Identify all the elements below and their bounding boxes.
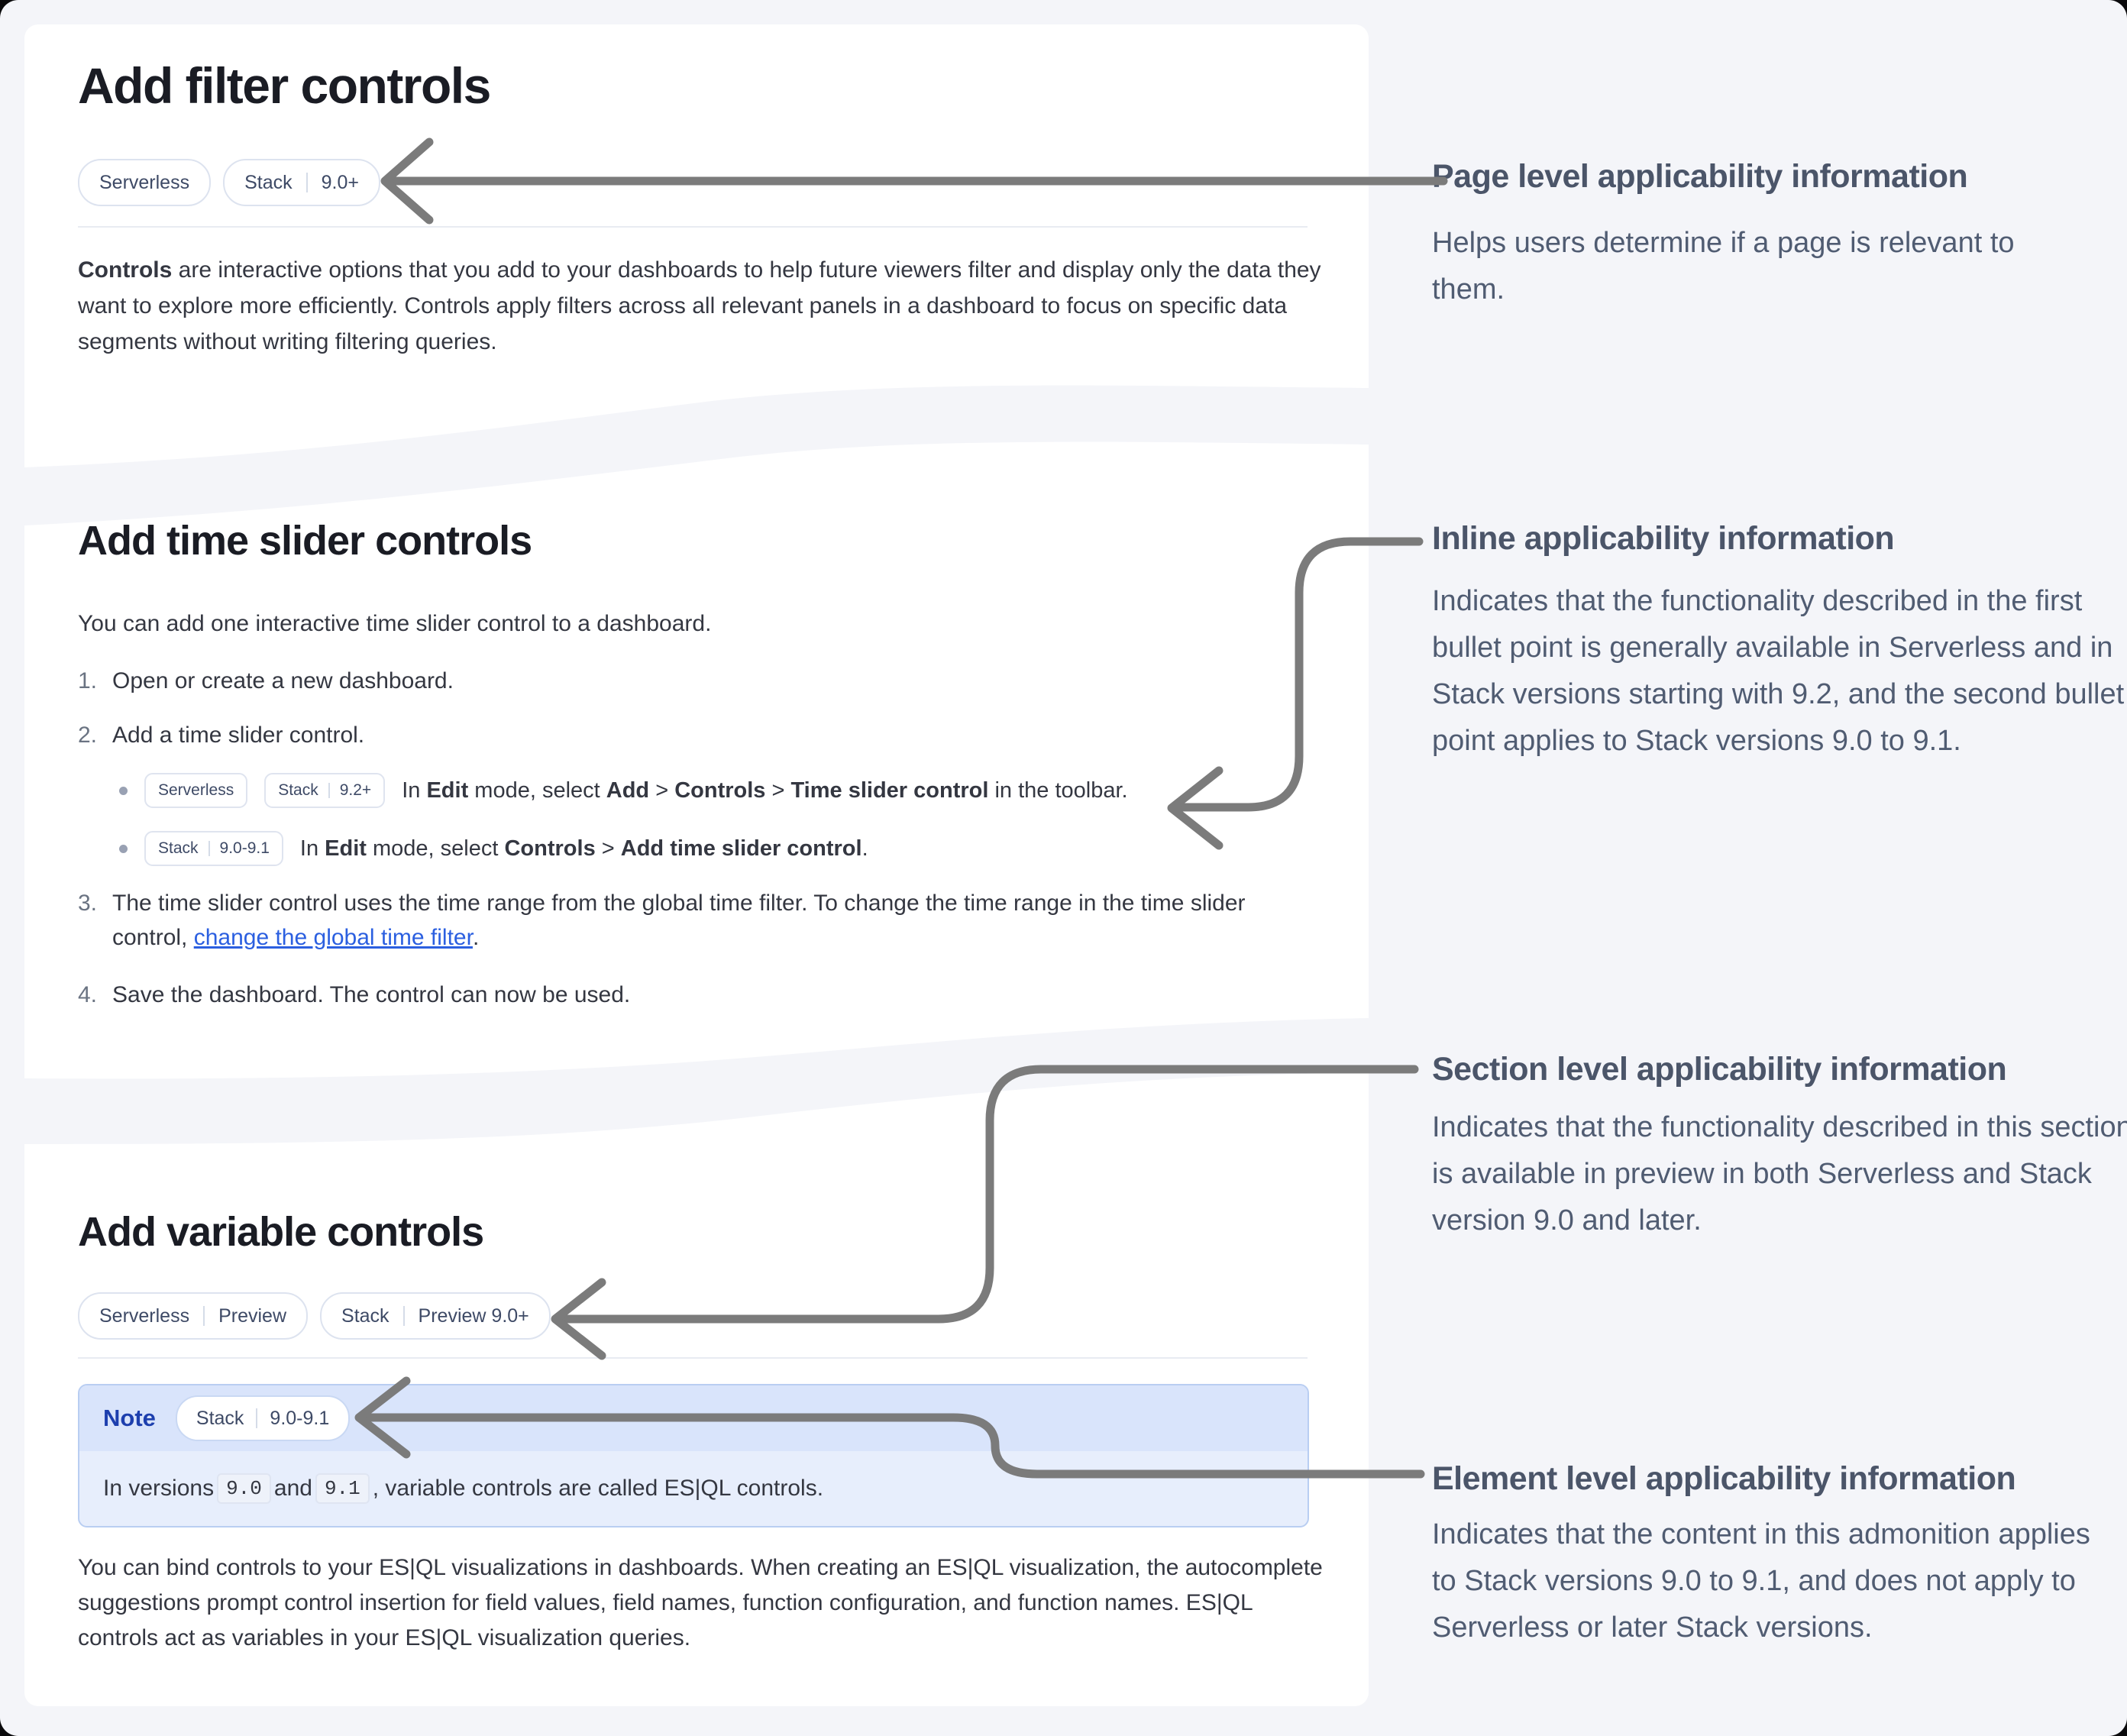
intro-paragraph: Controls are interactive options that yo…: [78, 257, 1321, 354]
note-label: Note: [103, 1405, 156, 1431]
badge-divider: [402, 1306, 405, 1326]
note-body: In versions 9.0 and 9.1, variable contro…: [79, 1451, 1308, 1526]
global-time-filter-link[interactable]: change the global time filter: [193, 925, 473, 950]
step-number: 3.: [78, 891, 98, 916]
step-3: 3. The time slider control uses the time…: [78, 886, 1304, 955]
bold-controls: Controls: [78, 257, 173, 283]
badge-divider: [328, 783, 330, 798]
step-number: 2.: [78, 723, 98, 748]
badge-serverless-preview[interactable]: Serverless Preview: [78, 1292, 309, 1340]
page-badge-row: Serverless Stack 9.0+: [78, 159, 380, 206]
step-1: 1. Open or create a new dashboard.: [78, 664, 1330, 698]
bullet-serverless-stack-9-2: Serverless Stack 9.2+ In Edit mode, sele…: [119, 773, 1128, 808]
step-text: Save the dashboard. The control can now …: [112, 982, 631, 1007]
badge-divider: [305, 173, 308, 192]
annotation-section-body: Indicates that the functionality describ…: [1432, 1111, 2127, 1237]
badge-serverless[interactable]: Serverless: [78, 159, 212, 206]
badge-stack-9-0-plus[interactable]: Stack 9.0+: [223, 159, 380, 206]
badge-divider: [208, 841, 210, 856]
variable-controls-paragraph: You can bind controls to your ES|QL visu…: [78, 1555, 1323, 1650]
badge-stack-9-0-9-1[interactable]: Stack 9.0-9.1: [175, 1395, 351, 1441]
badge-label: Stack: [244, 171, 293, 193]
annotation-page-body: Helps users determine if a page is relev…: [1432, 227, 2015, 305]
step-text: The time slider control uses the time ra…: [112, 891, 1246, 950]
badge-stack-9-0-9-1[interactable]: Stack 9.0-9.1: [144, 831, 283, 866]
badge-stack-9-2-plus[interactable]: Stack 9.2+: [264, 773, 386, 808]
annotation-inline-body: Indicates that the functionality describ…: [1432, 585, 2125, 757]
bullet-stack-9-0-9-1: Stack 9.0-9.1 In Edit mode, select Contr…: [119, 831, 868, 866]
annotation-inline-heading: Inline applicability information: [1432, 520, 1895, 557]
code-chip: 9.1: [315, 1473, 370, 1504]
badge-serverless[interactable]: Serverless: [144, 773, 248, 808]
step-4: 4. Save the dashboard. The control can n…: [78, 978, 1330, 1012]
section-badge-row: Serverless Preview Stack Preview 9.0+: [78, 1292, 551, 1340]
divider-rule: [78, 226, 1308, 228]
time-slider-intro: You can add one interactive time slider …: [78, 611, 712, 636]
annotation-element-heading: Element level applicability information: [1432, 1460, 2016, 1497]
badge-divider: [203, 1306, 205, 1326]
annotation-element-body: Indicates that the content in this admon…: [1432, 1518, 2090, 1644]
step-number: 1.: [78, 668, 98, 693]
badge-version: 9.0+: [321, 171, 359, 193]
bullet-icon: [119, 786, 128, 795]
step-2: 2. Add a time slider control.: [78, 718, 1330, 752]
divider-rule: [78, 1357, 1308, 1359]
note-admonition: Note Stack 9.0-9.1 In versions 9.0 and 9…: [78, 1384, 1309, 1527]
step-text: Add a time slider control.: [112, 723, 365, 748]
bullet-text: In Edit mode, select Add > Controls > Ti…: [402, 777, 1128, 803]
section-title-time-slider: Add time slider controls: [78, 518, 532, 564]
step-text: Open or create a new dashboard.: [112, 668, 454, 693]
note-header: Note Stack 9.0-9.1: [79, 1385, 1308, 1451]
section-title-variable: Add variable controls: [78, 1209, 484, 1255]
annotation-section-heading: Section level applicability information: [1432, 1051, 2007, 1088]
step-number: 4.: [78, 982, 98, 1007]
badge-divider: [256, 1408, 258, 1428]
badge-label: Serverless: [99, 171, 190, 193]
badge-stack-preview-9-0-plus[interactable]: Stack Preview 9.0+: [320, 1292, 551, 1340]
bullet-text: In Edit mode, select Controls > Add time…: [299, 836, 868, 861]
page-title: Add filter controls: [78, 57, 491, 114]
code-chip: 9.0: [217, 1473, 271, 1504]
annotation-page-heading: Page level applicability information: [1432, 158, 1968, 195]
bullet-icon: [119, 844, 128, 853]
